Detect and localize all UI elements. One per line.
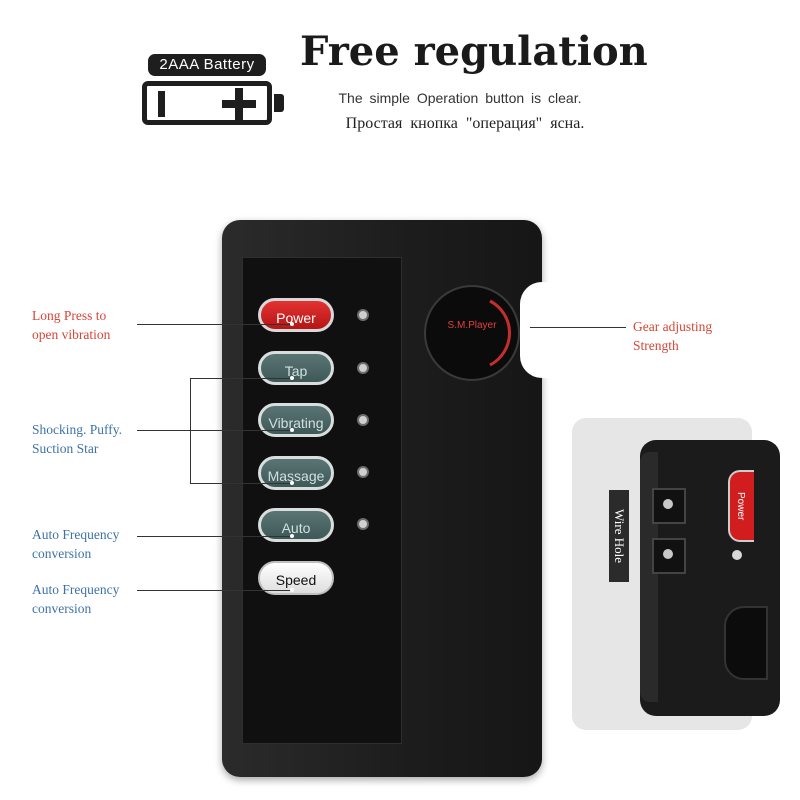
callout-dot-massage (290, 481, 294, 485)
vibrating-button[interactable]: Vibrating (258, 403, 334, 437)
callout-line-power (137, 324, 292, 325)
inset-knob (724, 606, 768, 680)
callout-line-modes (137, 430, 190, 431)
knob-scale-arc (489, 299, 512, 367)
callout-dot-knob (526, 325, 530, 329)
callout-modes: Shocking. Puffy. Suction Star (32, 422, 123, 456)
battery-terminal (274, 94, 284, 112)
massage-led (357, 466, 369, 478)
wire-jack-2 (652, 538, 686, 574)
callout-auto: Auto Frequency conversion (32, 527, 120, 561)
callout-dot-speed (290, 588, 294, 592)
battery-icon (142, 81, 272, 125)
callout-line-knob (528, 327, 626, 328)
inset-power-button (728, 470, 754, 542)
device-knob-notch (520, 282, 560, 378)
tap-button[interactable]: Tap (258, 351, 334, 385)
vibrating-led (357, 414, 369, 426)
massage-button[interactable]: Massage (258, 456, 334, 490)
callout-long-press: Long Press to open vibration (32, 308, 111, 342)
callout-dot-tap (290, 376, 294, 380)
power-led (357, 309, 369, 321)
callout-speed: Auto Frequency conversion (32, 582, 120, 616)
page-title: Free regulation (300, 28, 648, 75)
inset-led (732, 550, 742, 560)
power-button[interactable]: Power (258, 298, 334, 332)
callout-line-tap (190, 378, 292, 379)
callout-line-vibrating (190, 430, 292, 431)
callout-dot-vibrating (290, 428, 294, 432)
knob-label: S.M.Player (447, 320, 497, 331)
auto-led (357, 518, 369, 530)
callout-dot-power (290, 322, 294, 326)
callout-gear: Gear adjusting Strength (633, 319, 713, 353)
subtitle-russian: Простая кнопка "операция" ясна. (345, 115, 585, 132)
wire-hole-label: Wire Hole (609, 490, 629, 582)
callout-line-speed (137, 590, 292, 591)
battery-label: 2AAA Battery (148, 54, 266, 76)
speed-button[interactable]: Speed (258, 561, 334, 595)
callout-dot-auto (290, 534, 294, 538)
tap-led (357, 362, 369, 374)
inset-power-label: Power (735, 491, 746, 521)
wire-jack-1 (652, 488, 686, 524)
plus-icon-vertical (235, 88, 243, 120)
strength-knob[interactable] (424, 285, 520, 381)
minus-icon (158, 91, 165, 117)
callout-line-massage (190, 483, 292, 484)
callout-line-auto (137, 536, 292, 537)
button-panel (242, 257, 402, 744)
subtitle-english: The simple Operation button is clear. (338, 90, 582, 106)
